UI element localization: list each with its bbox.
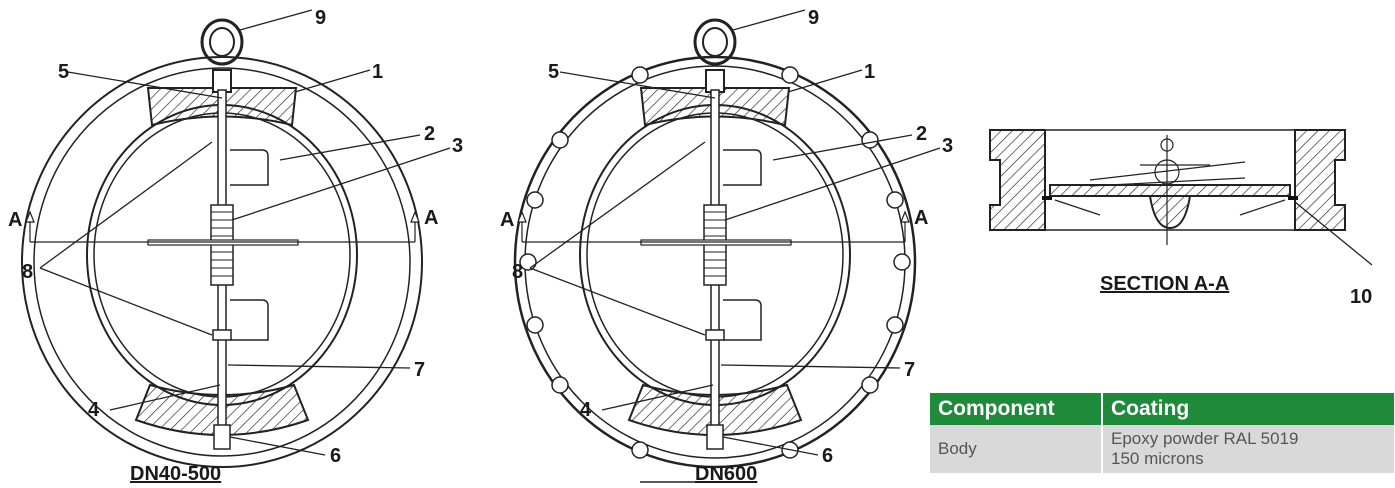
callout-9: 9 bbox=[808, 7, 819, 29]
arrow-up-icon bbox=[900, 210, 910, 223]
eye-bolt-nut bbox=[705, 69, 725, 93]
seal-left bbox=[1042, 196, 1052, 200]
callout-1: 1 bbox=[372, 61, 383, 83]
caption-section-a-a: SECTION A-A bbox=[1100, 273, 1229, 295]
lower-lug bbox=[230, 299, 269, 341]
section-marker-right: A bbox=[914, 207, 928, 229]
cell-coating: Epoxy powder RAL 5019 150 microns bbox=[1102, 425, 1394, 473]
table-row: Body Epoxy powder RAL 5019 150 microns bbox=[930, 425, 1394, 473]
eye-bolt-nut bbox=[212, 69, 232, 93]
bottom-plug bbox=[706, 424, 724, 450]
arrow-up-icon bbox=[410, 210, 420, 223]
section-a-a-view: SECTION A-A 10 bbox=[989, 129, 1373, 308]
upper-lug bbox=[230, 149, 269, 186]
callout-6: 6 bbox=[330, 445, 341, 467]
valve-view-dn600: A A 9 5 1 2 3 8 7 4 6 DN600 bbox=[500, 7, 953, 485]
callout-5: 5 bbox=[548, 61, 559, 83]
callout-7: 7 bbox=[904, 359, 915, 381]
callout-8: 8 bbox=[22, 261, 33, 283]
callout-3: 3 bbox=[942, 135, 953, 157]
callout-1: 1 bbox=[864, 61, 875, 83]
arrow-up-icon bbox=[517, 210, 527, 223]
bolt-recesses bbox=[519, 66, 911, 459]
column-header-coating: Coating bbox=[1102, 393, 1394, 425]
lower-lug bbox=[723, 299, 762, 341]
eye-bolt-ring bbox=[200, 18, 244, 66]
section-disc bbox=[1049, 184, 1291, 197]
coating-table: Component Coating Body Epoxy powder RAL … bbox=[930, 393, 1394, 473]
table-header-row: Component Coating bbox=[930, 393, 1394, 425]
callout-7: 7 bbox=[414, 359, 425, 381]
section-marker-right: A bbox=[424, 207, 438, 229]
section-marker-left: A bbox=[500, 209, 514, 231]
coating-line-2: 150 microns bbox=[1111, 449, 1204, 468]
section-hub bbox=[1148, 195, 1192, 230]
bottom-plug bbox=[213, 424, 231, 450]
section-body-right bbox=[1294, 129, 1346, 231]
callout-10: 10 bbox=[1350, 286, 1372, 308]
callout-2: 2 bbox=[916, 123, 927, 145]
upper-lug bbox=[723, 149, 762, 186]
column-header-component: Component bbox=[930, 393, 1103, 425]
valve-body-ring bbox=[33, 67, 411, 457]
coating-line-1: Epoxy powder RAL 5019 bbox=[1111, 429, 1299, 448]
cell-component: Body bbox=[930, 425, 1103, 473]
callout-5: 5 bbox=[58, 61, 69, 83]
callout-9: 9 bbox=[315, 7, 326, 29]
valve-view-dn40-500: A A 9 5 1 2 3 8 7 4 6 DN40-500 bbox=[8, 7, 463, 485]
callout-3: 3 bbox=[452, 135, 463, 157]
caption-dn600: DN600 bbox=[695, 463, 757, 485]
callout-2: 2 bbox=[424, 123, 435, 145]
callout-6: 6 bbox=[822, 445, 833, 467]
seal-right bbox=[1288, 196, 1298, 200]
callout-4: 4 bbox=[580, 399, 592, 421]
caption-dn40-500: DN40-500 bbox=[130, 463, 221, 485]
callout-4: 4 bbox=[88, 399, 100, 421]
section-body-left bbox=[989, 129, 1046, 231]
arrow-up-icon bbox=[25, 210, 35, 223]
callout-8: 8 bbox=[512, 261, 523, 283]
section-marker-left: A bbox=[8, 209, 22, 231]
eye-bolt-ring bbox=[693, 18, 737, 66]
